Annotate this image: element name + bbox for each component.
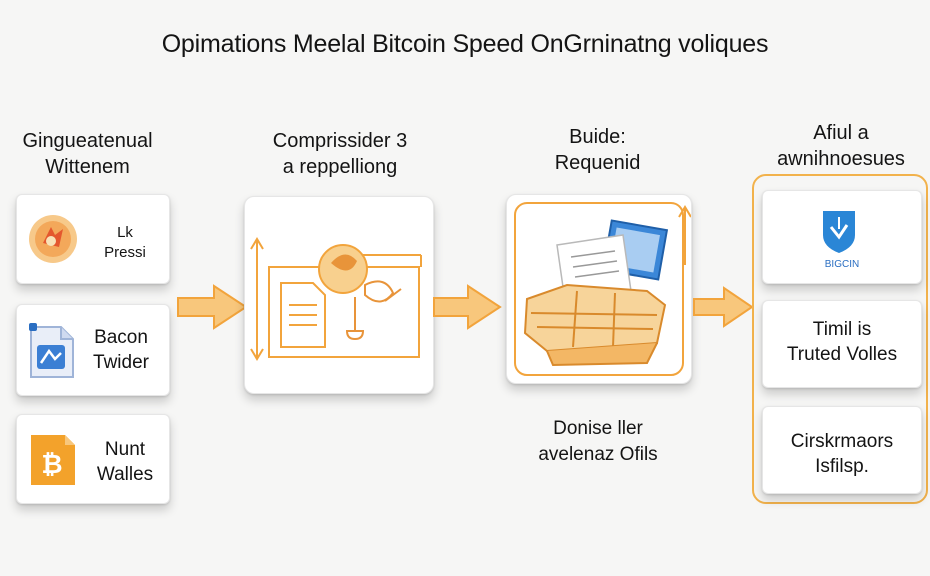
right-card-2-line2: Truted Volles	[786, 344, 898, 365]
column-2-label: Comprissider 3 a reppelliong	[245, 128, 435, 180]
left-card-3: ₿ Nunt Walles	[16, 414, 170, 504]
shield-icon	[817, 207, 861, 255]
right-card-3-text: Cirskrmaors Isfilsp.	[763, 429, 921, 479]
right-card-3-line1: Cirskrmaors	[790, 431, 894, 452]
right-card-2-line1: Timil is	[812, 319, 872, 340]
column-4-label-line1: Afiul a	[813, 122, 869, 144]
stack-icon	[507, 195, 691, 383]
column-2-label-line1: Comprissider 3	[272, 130, 408, 152]
right-card-3-line2: Isfilsp.	[815, 456, 869, 477]
left-card-3-text: Nunt Walles	[85, 437, 165, 487]
process-diagram-icon	[245, 197, 433, 393]
left-card-2: Bacon Twider	[16, 304, 170, 396]
right-card-3: Cirskrmaors Isfilsp.	[762, 406, 922, 494]
column-3-label-line1: Buide:	[569, 126, 626, 148]
center-caption-line2: avelenaz Ofils	[538, 444, 658, 465]
center-caption: Donise ller avelenaz Ofils	[500, 416, 696, 468]
document-icon	[27, 323, 77, 381]
output-group-frame	[752, 174, 928, 504]
left-card-2-line2: Twider	[93, 352, 149, 373]
fox-icon	[27, 213, 79, 265]
left-card-1-text: Lk Pressi	[95, 223, 155, 263]
flow-arrow-2	[432, 282, 502, 332]
column-3-label: Buide: Requenid	[510, 124, 685, 176]
left-card-2-line1: Bacon	[94, 327, 148, 348]
right-card-2: Timil is Truted Volles	[762, 300, 922, 388]
bitcoin-icon: ₿	[25, 431, 81, 489]
column-1-label-line2: Wittenem	[45, 156, 130, 178]
left-card-1: Lk Pressi	[16, 194, 170, 284]
column-1-label: Gingueatenual Wittenem	[0, 128, 175, 180]
right-card-1-badge: BIGCIN	[824, 259, 860, 270]
page-title: Opimations Meelal Bitcoin Speed OnGrnina…	[161, 30, 769, 58]
flow-arrow-1	[176, 282, 248, 332]
left-card-3-line2: Walles	[96, 464, 154, 485]
column-4-label-line2: awnihnoesues	[777, 148, 905, 170]
svg-text:₿: ₿	[41, 450, 62, 480]
left-card-1-line1: Lk	[117, 224, 133, 241]
center-caption-line1: Donise ller	[553, 418, 643, 439]
right-card-2-text: Timil is Truted Volles	[763, 317, 921, 367]
flow-arrow-3	[692, 284, 754, 330]
column-1-label-line1: Gingueatenual	[22, 130, 153, 152]
column-3-label-line2: Requenid	[554, 152, 641, 174]
left-card-3-line1: Nunt	[104, 439, 146, 460]
column-4-label: Afiul a awnihnoesues	[752, 120, 930, 172]
column-2-label-line2: a reppelliong	[282, 156, 398, 178]
right-card-1: BIGCIN	[762, 190, 922, 284]
left-card-2-text: Bacon Twider	[79, 325, 163, 375]
process-card	[244, 196, 434, 394]
builder-card	[506, 194, 692, 384]
left-card-1-line2: Pressi	[104, 244, 146, 261]
